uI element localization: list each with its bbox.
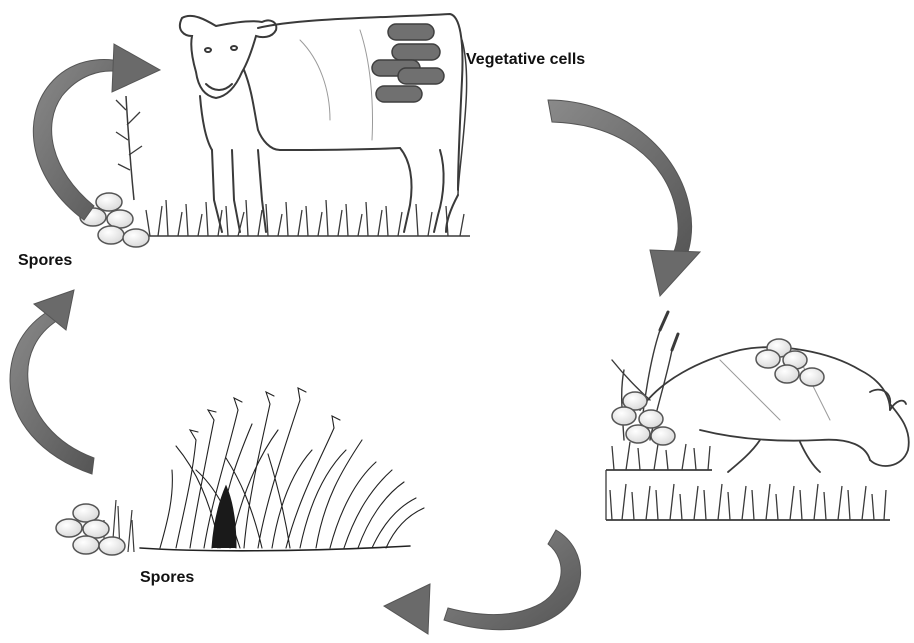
- spores-cluster-top: [80, 193, 149, 247]
- rod-cell: [398, 68, 444, 84]
- cycle-arrow-carcass-to-grass: [384, 530, 581, 634]
- rod-cell: [392, 44, 440, 60]
- vegetative-cells: [372, 24, 444, 102]
- cycle-arrow-spores-to-spores: [10, 290, 94, 474]
- cow-grass: [116, 96, 470, 236]
- cycle-arrow-spores-to-cow: [33, 44, 160, 220]
- spores-label-bottom: Spores: [140, 569, 194, 586]
- cycle-arrow-cow-to-carcass: [548, 100, 700, 296]
- rod-cell: [376, 86, 422, 102]
- spores-label-top: Spores: [18, 252, 72, 269]
- rod-cell: [388, 24, 434, 40]
- grass-clump-illustration: [140, 388, 424, 551]
- spores-cluster-carcass-top: [756, 339, 824, 386]
- vegetative-cells-label: Vegetative cells: [466, 51, 585, 68]
- carcass-illustration: [612, 312, 909, 472]
